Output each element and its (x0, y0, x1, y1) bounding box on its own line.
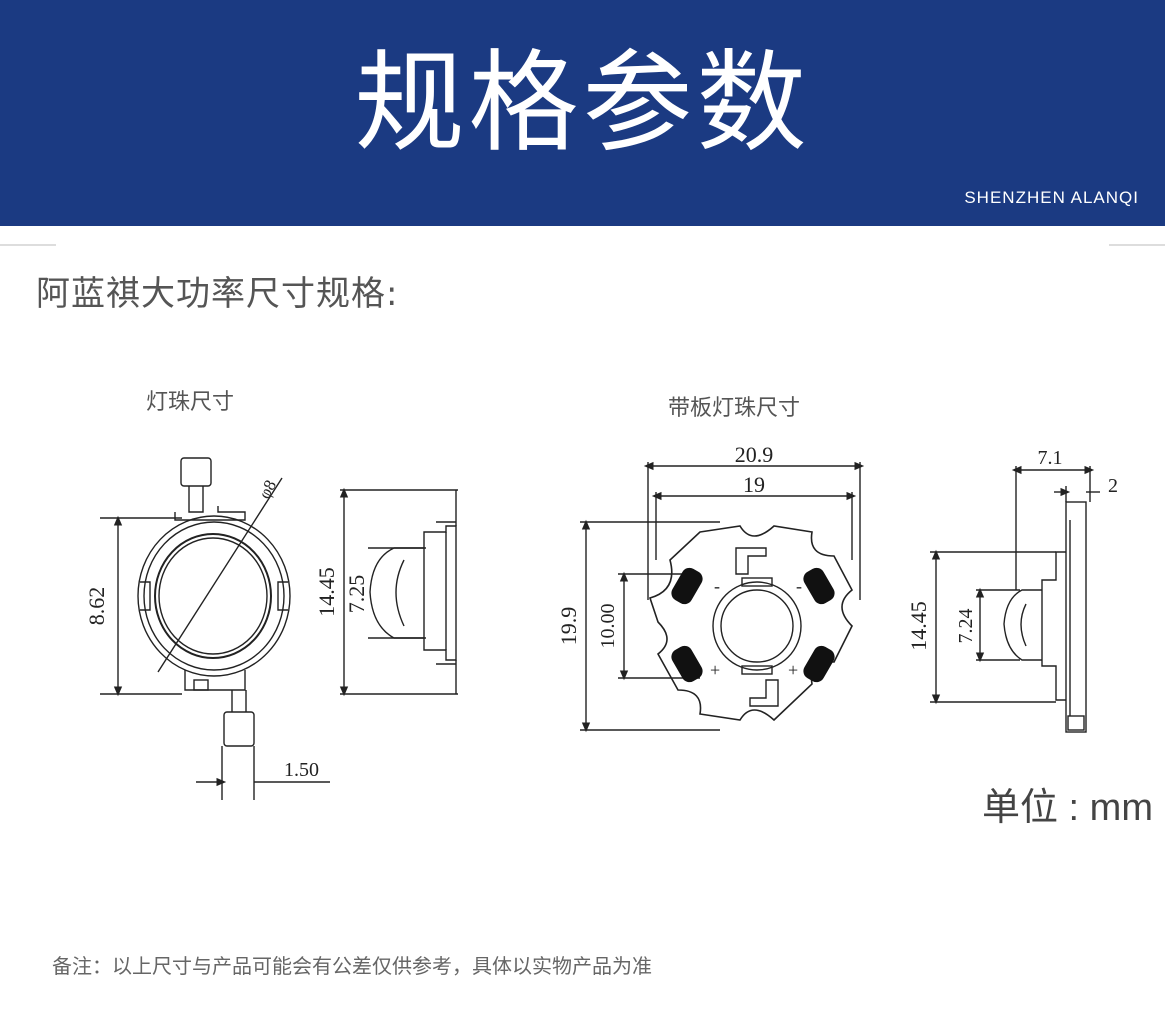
bead-side-view (339, 487, 458, 697)
dim-pad-spacing: 10.00 (597, 604, 619, 649)
polarity-minus-left: - (714, 576, 720, 596)
solder-pads (671, 567, 835, 683)
footnote: 备注：以上尺寸与产品可能会有公差仅供参考，具体以实物产品为准 (52, 954, 652, 978)
board-side-view (930, 465, 1100, 733)
board-caption: 带板灯珠尺寸 (668, 396, 801, 421)
header-banner: 规格参数 SHENZHEN ALANQI (0, 0, 1165, 226)
dim-side-width: 7.1 (1038, 447, 1063, 469)
dim-board-lens-height: 7.24 (955, 609, 977, 644)
dim-diameter: φ8 (255, 477, 280, 502)
dim-lead-width: 1.50 (284, 759, 319, 781)
dim-board-inner-width: 19 (743, 472, 765, 497)
polarity-plus-left: + (710, 660, 720, 680)
polarity-minus-right: - (796, 576, 802, 596)
dim-lens-height: 7.25 (344, 575, 369, 614)
divider-right (1109, 244, 1165, 246)
section-heading: 阿蓝祺大功率尺寸规格: (36, 274, 399, 314)
brand-subtitle: SHENZHEN ALANQI (964, 188, 1139, 207)
dim-side-length: 14.45 (314, 567, 339, 617)
dim-height: 8.62 (84, 587, 109, 626)
bead-top-view (100, 457, 330, 800)
dim-thickness: 2 (1108, 475, 1118, 497)
dim-board-outer-width: 20.9 (735, 442, 774, 467)
dim-board-height: 19.9 (556, 607, 581, 646)
polarity-plus-right: + (788, 660, 798, 680)
page-title: 规格参数 (354, 39, 811, 167)
unit-label: 单位 : mm (982, 787, 1153, 829)
bead-caption: 灯珠尺寸 (146, 390, 235, 415)
divider-left (0, 244, 56, 246)
dim-board-side-length: 14.45 (906, 601, 931, 651)
star-board-view (580, 461, 865, 733)
